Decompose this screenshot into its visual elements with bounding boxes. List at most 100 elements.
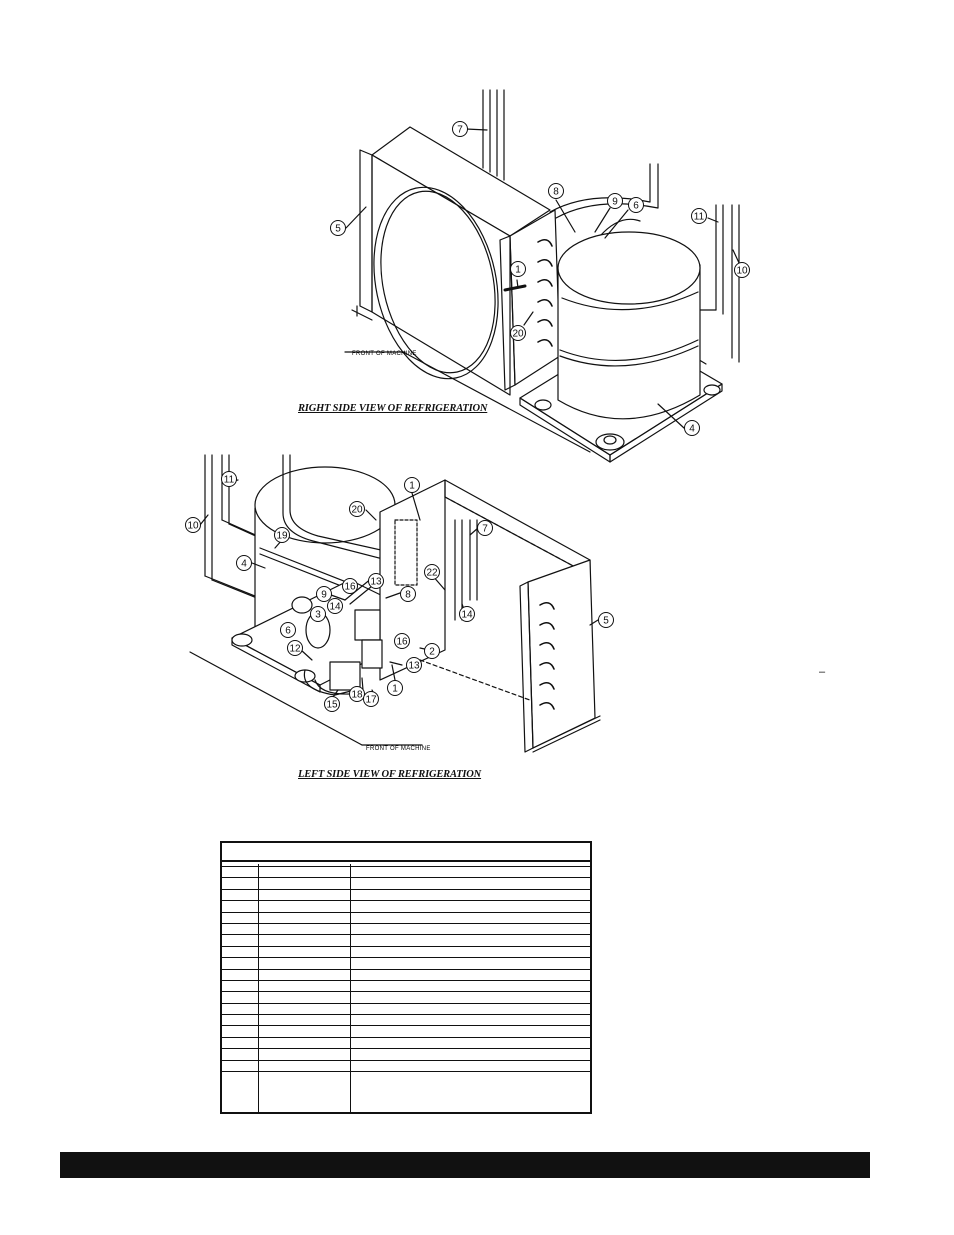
callout-11: [221, 471, 237, 487]
svg-text:14: 14: [329, 602, 341, 613]
svg-text:20: 20: [351, 505, 363, 516]
svg-text:13: 13: [370, 577, 382, 588]
callout-14: [327, 598, 343, 614]
column-divider: [258, 864, 259, 1112]
table-row: [222, 867, 590, 879]
callout-10: [185, 517, 201, 533]
callout-10: [734, 262, 750, 278]
left-view-callout-labels: 11 10 19 20 1 7 4 16 13 22 9 14 8 14 6 3…: [187, 475, 609, 711]
table-row: [222, 992, 590, 1004]
svg-text:8: 8: [553, 187, 559, 198]
svg-text:5: 5: [603, 616, 609, 627]
table-row: [222, 913, 590, 924]
svg-text:13: 13: [408, 661, 420, 672]
right-view-caption: RIGHT SIDE VIEW OF REFRIGERATION: [298, 403, 488, 414]
right-side-view-drawing: [344, 89, 741, 463]
svg-text:8: 8: [405, 590, 411, 601]
parts-table-body: [222, 867, 590, 1083]
right-view-callout-labels: 7 5 8 9 6 11 10 1 20 4: [335, 125, 748, 435]
table-row: [222, 935, 590, 947]
svg-text:17: 17: [365, 695, 377, 706]
callout-6: [628, 197, 644, 213]
svg-text:1: 1: [392, 684, 398, 695]
svg-text:11: 11: [224, 475, 235, 486]
svg-text:20: 20: [512, 329, 524, 340]
table-row: [222, 890, 590, 902]
svg-text:1: 1: [409, 481, 415, 492]
table-row: [222, 878, 590, 890]
svg-text:5: 5: [335, 224, 341, 235]
table-row: [222, 901, 590, 913]
table-row: [222, 981, 590, 993]
table-row: [222, 958, 590, 970]
table-row: [222, 924, 590, 936]
callout-13: [368, 573, 384, 589]
svg-text:6: 6: [633, 201, 639, 212]
table-row: [222, 1015, 590, 1027]
svg-text:4: 4: [689, 424, 695, 435]
svg-text:12: 12: [289, 644, 301, 655]
table-row: [222, 1026, 590, 1038]
svg-text:2: 2: [429, 647, 435, 658]
callout-5: [598, 612, 614, 628]
callout-8: [400, 586, 416, 602]
callout-1: [387, 680, 403, 696]
callout-1: [510, 261, 526, 277]
svg-text:14: 14: [461, 610, 473, 621]
svg-text:19: 19: [276, 531, 288, 542]
callout-16: [342, 578, 358, 594]
table-row: [222, 1072, 590, 1083]
callout-20: [349, 501, 365, 517]
callout-1: [404, 477, 420, 493]
svg-text:3: 3: [315, 610, 321, 621]
left-view-caption: LEFT SIDE VIEW OF REFRIGERATION: [298, 769, 482, 780]
left-side-view-drawing: [189, 454, 601, 753]
svg-text:10: 10: [187, 521, 199, 532]
callout-4: [684, 420, 700, 436]
callout-17: [363, 691, 379, 707]
svg-text:15: 15: [326, 700, 338, 711]
callout-6: [280, 622, 296, 638]
callout-11: [691, 208, 707, 224]
svg-text:9: 9: [612, 197, 618, 208]
callout-5: [330, 220, 346, 236]
callout-13: [406, 657, 422, 673]
callout-15: [324, 696, 340, 712]
svg-text:1: 1: [515, 265, 521, 276]
table-row: [222, 1038, 590, 1050]
callout-14: [459, 606, 475, 622]
callout-19: [274, 527, 290, 543]
parts-table-header: [222, 843, 590, 862]
callout-16: [394, 633, 410, 649]
callout-20: [510, 325, 526, 341]
left-view-callouts: [185, 471, 614, 712]
svg-text:16: 16: [396, 637, 408, 648]
stray-dash: –: [819, 666, 826, 678]
table-row: [222, 1004, 590, 1016]
callout-7: [452, 121, 468, 137]
left-view-front-label: FRONT OF MACHINE: [366, 746, 431, 752]
svg-text:18: 18: [351, 690, 363, 701]
svg-text:9: 9: [321, 590, 327, 601]
callout-18: [349, 686, 365, 702]
svg-text:6: 6: [285, 626, 291, 637]
svg-text:22: 22: [426, 568, 438, 579]
callout-7: [477, 520, 493, 536]
callout-3: [310, 606, 326, 622]
svg-text:7: 7: [482, 524, 488, 535]
table-row: [222, 947, 590, 959]
svg-text:7: 7: [457, 125, 463, 136]
right-view-front-label: FRONT OF MACHINE: [352, 351, 417, 357]
parts-table-spacer: [222, 862, 590, 867]
column-divider: [350, 864, 351, 1112]
table-row: [222, 1049, 590, 1061]
callout-8: [548, 183, 564, 199]
svg-text:11: 11: [694, 212, 705, 223]
callout-9: [316, 586, 332, 602]
svg-text:10: 10: [736, 266, 748, 277]
footer-bar: [60, 1152, 870, 1178]
svg-text:4: 4: [241, 559, 247, 570]
right-view-callouts: [330, 121, 750, 436]
